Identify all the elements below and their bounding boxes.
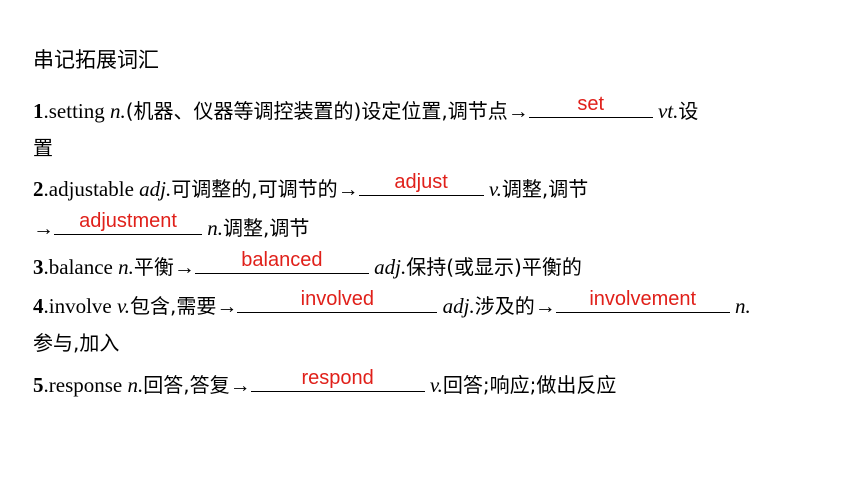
answer-text: involved [300,288,375,310]
vocab-item-5: 5.response n.回答,答复→ respond v.回答;响应;做出反应 [33,367,617,399]
answer-blank-2: adjustment [54,210,202,235]
answer-text-2: involvement [589,288,697,310]
meaning-2: 保持(或显示)平衡的 [406,255,582,279]
answer-text: adjust [394,171,448,193]
meaning: 平衡 [133,255,174,279]
part-of-speech: n. [110,99,126,123]
answer-blank: respond [250,367,425,392]
answer-blank-2: involvement [555,288,730,313]
answer-text-2: adjustment [79,210,177,232]
arrow: → [229,373,251,397]
part-of-speech: n. [118,255,134,279]
item-number: 4 [33,294,44,318]
headword: .response [43,373,128,397]
vocab-item-2: 2.adjustable adj.可调整的,可调节的→ adjust v.调整,调… [33,171,589,203]
answer-text: balanced [241,249,323,271]
part-of-speech-2: v. [424,373,443,397]
item-number: 5 [33,373,44,397]
part-of-speech-2: v. [483,177,502,201]
item-number: 2 [33,177,44,201]
item-number: 3 [33,255,44,279]
part-of-speech-3: n. [729,294,751,318]
meaning-3: 调整,调节 [223,216,310,240]
vocab-item-3: 3.balance n.平衡→ balanced adj.保持(或显示)平衡的 [33,249,582,281]
answer-blank: balanced [194,249,369,274]
answer-text: set [577,93,605,115]
part-of-speech-2: vt. [652,99,679,123]
meaning-2: 设 [678,99,699,123]
answer-blank: set [528,93,653,118]
meaning-2: 回答;响应;做出反应 [442,373,617,397]
answer-text: respond [301,367,374,389]
meaning-2: 调整,调节 [501,177,589,201]
answer-blank: adjust [358,171,484,196]
meaning-2: 涉及的 [474,294,535,318]
part-of-speech: adj. [139,177,172,201]
meaning: (机器、仪器等调控装置的)设定位置,调节点 [125,99,508,123]
arrow: → [507,99,529,123]
item-number: 1 [33,99,44,123]
answer-blank: involved [237,288,438,313]
part-of-speech-3: n. [202,216,223,240]
meaning: 可调整的,可调节的 [171,177,338,201]
headword: .setting [43,99,110,123]
vocab-item-4-wrap: 参与,加入 [33,331,120,355]
part-of-speech-2: adj. [368,255,407,279]
headword: .involve [43,294,117,318]
arrow: → [216,294,238,318]
part-of-speech: n. [127,373,144,397]
arrow: → [173,255,195,279]
vocab-item-1-wrap: 置 [33,136,53,160]
headword: .adjustable [43,177,140,201]
section-heading: 串记拓展词汇 [33,48,159,72]
part-of-speech: v. [117,294,131,318]
meaning: 回答,答复 [143,373,230,397]
vocab-item-2-wrap: → adjustment n.调整,调节 [33,210,310,242]
meaning: 包含,需要 [130,294,217,318]
arrow: → [337,177,359,201]
vocab-item-4: 4.involve v.包含,需要→involved adj.涉及的→invol… [33,288,751,320]
vocab-item-1: 1.setting n.(机器、仪器等调控装置的)设定位置,调节点→ set vt… [33,93,699,125]
headword: .balance [43,255,119,279]
arrow: → [33,216,54,240]
part-of-speech-2: adj. [437,294,475,318]
arrow: → [534,294,556,318]
